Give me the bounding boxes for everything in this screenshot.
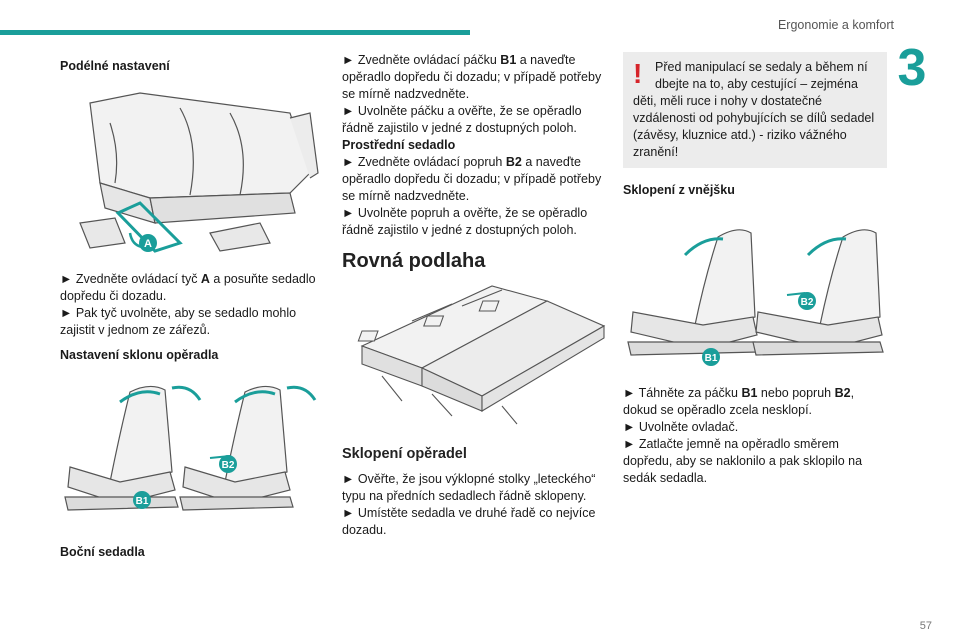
instruction-3: ► Zvedněte ovládací páčku B1 a naveďte o… — [342, 53, 602, 101]
heading-backrest: Nastavení sklonu opěradla — [60, 348, 219, 362]
column-1: Podélné nastavení A ► Zvedněte ovládací … — [60, 52, 322, 569]
page-number: 57 — [919, 620, 932, 632]
figure-longitudinal-adjust: A — [79, 92, 319, 253]
heading-fold-backrests: Sklopení opěradel — [342, 446, 467, 462]
warning-text-first: Před manipulací se sedaly a během ní dbe… — [655, 60, 868, 91]
heading-side-seats: Boční sedadla — [60, 545, 145, 559]
instruction-9: ► Táhněte za páčku B1 nebo popruh B2, do… — [623, 386, 855, 417]
callout-b2-label-2: B2 — [801, 297, 814, 308]
instruction-5: ► Zvedněte ovládací popruh B2 a naveďte … — [342, 155, 602, 203]
subheading-middle-seat: Prostřední sedadlo — [342, 138, 456, 152]
column-3: ! Před manipulací se sedaly a během ní d… — [623, 52, 887, 487]
header-accent-bar — [0, 30, 470, 35]
instruction-10: ► Uvolněte ovladač. — [623, 420, 739, 434]
heading-flat-floor: Rovná podlaha — [342, 250, 486, 272]
instruction-7: ► Ověřte, že jsou výklopné stolky „letec… — [342, 472, 596, 503]
figure-flat-floor — [357, 285, 606, 425]
instruction-6: ► Uvolněte popruh a ověřte, že se opěrad… — [342, 206, 588, 237]
section-title: Ergonomie a komfort — [777, 18, 894, 32]
heading-longitudinal: Podélné nastavení — [60, 59, 170, 73]
warning-text-rest: děti, měli ruce i nohy v dostatečné vzdá… — [633, 94, 875, 159]
instruction-11: ► Zatlačte jemně na opěradlo směrem dopř… — [623, 437, 863, 485]
figure-fold-outside: B1 B2 — [627, 229, 884, 366]
instruction-1: ► Zvedněte ovládací tyč A a posuňte seda… — [60, 272, 316, 303]
warning-box: ! Před manipulací se sedaly a během ní d… — [623, 52, 887, 168]
callout-a-badge — [139, 234, 157, 252]
instruction-2: ► Pak tyč uvolněte, aby se sedadlo mohlo… — [60, 306, 297, 337]
instruction-8: ► Umístěte sedadla ve druhé řadě co nejv… — [342, 506, 596, 537]
warning-exclamation-icon: ! — [633, 58, 643, 89]
chapter-number: 3 — [897, 39, 927, 97]
heading-fold-outside: Sklopení z vnějšku — [623, 183, 735, 197]
column-2: ► Zvedněte ovládací páčku B1 a naveďte o… — [342, 52, 606, 539]
figure-backrest-recline: B1 B2 — [64, 385, 317, 511]
callout-a-label: A — [144, 238, 152, 250]
callout-b1-label-2: B1 — [705, 353, 718, 364]
callout-b1-label: B1 — [136, 496, 149, 507]
instruction-4: ► Uvolněte páčku a ověřte, že se opěradl… — [342, 104, 582, 135]
callout-b2-label: B2 — [222, 460, 235, 471]
